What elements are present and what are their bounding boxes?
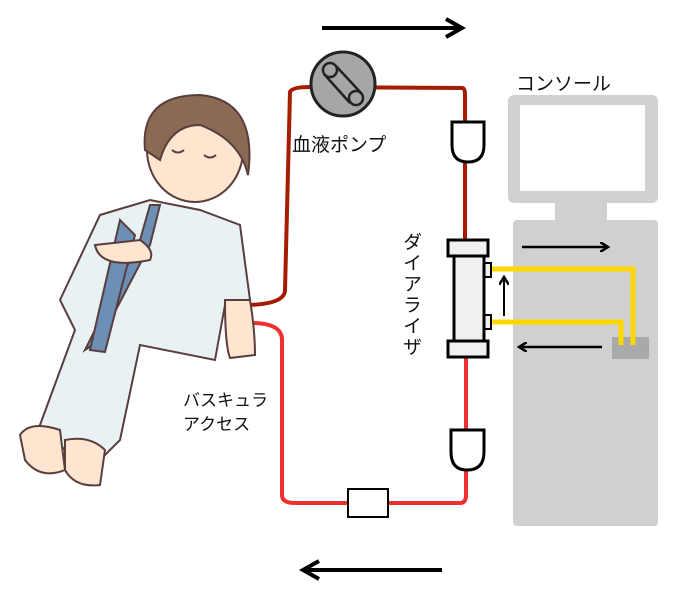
vascular-access-label-line1: バスキュラ [183,391,268,411]
console [508,95,658,526]
console-label: コンソール [516,73,612,95]
patient-illustration [18,93,257,487]
drip-chamber-venous [449,428,486,472]
venous-clamp [347,488,389,518]
vascular-access-label-line2: アクセス [183,415,251,435]
dialysate-circuit [490,266,636,345]
arterial-line [247,84,467,307]
dialyzer-label: ダイアライザ [400,232,422,358]
venous-line [247,320,468,505]
blood-pump-label: 血液ポンプ [292,134,387,156]
dialyzer [446,238,492,359]
blood-pump [309,50,377,118]
drip-chamber-arterial [450,120,486,164]
